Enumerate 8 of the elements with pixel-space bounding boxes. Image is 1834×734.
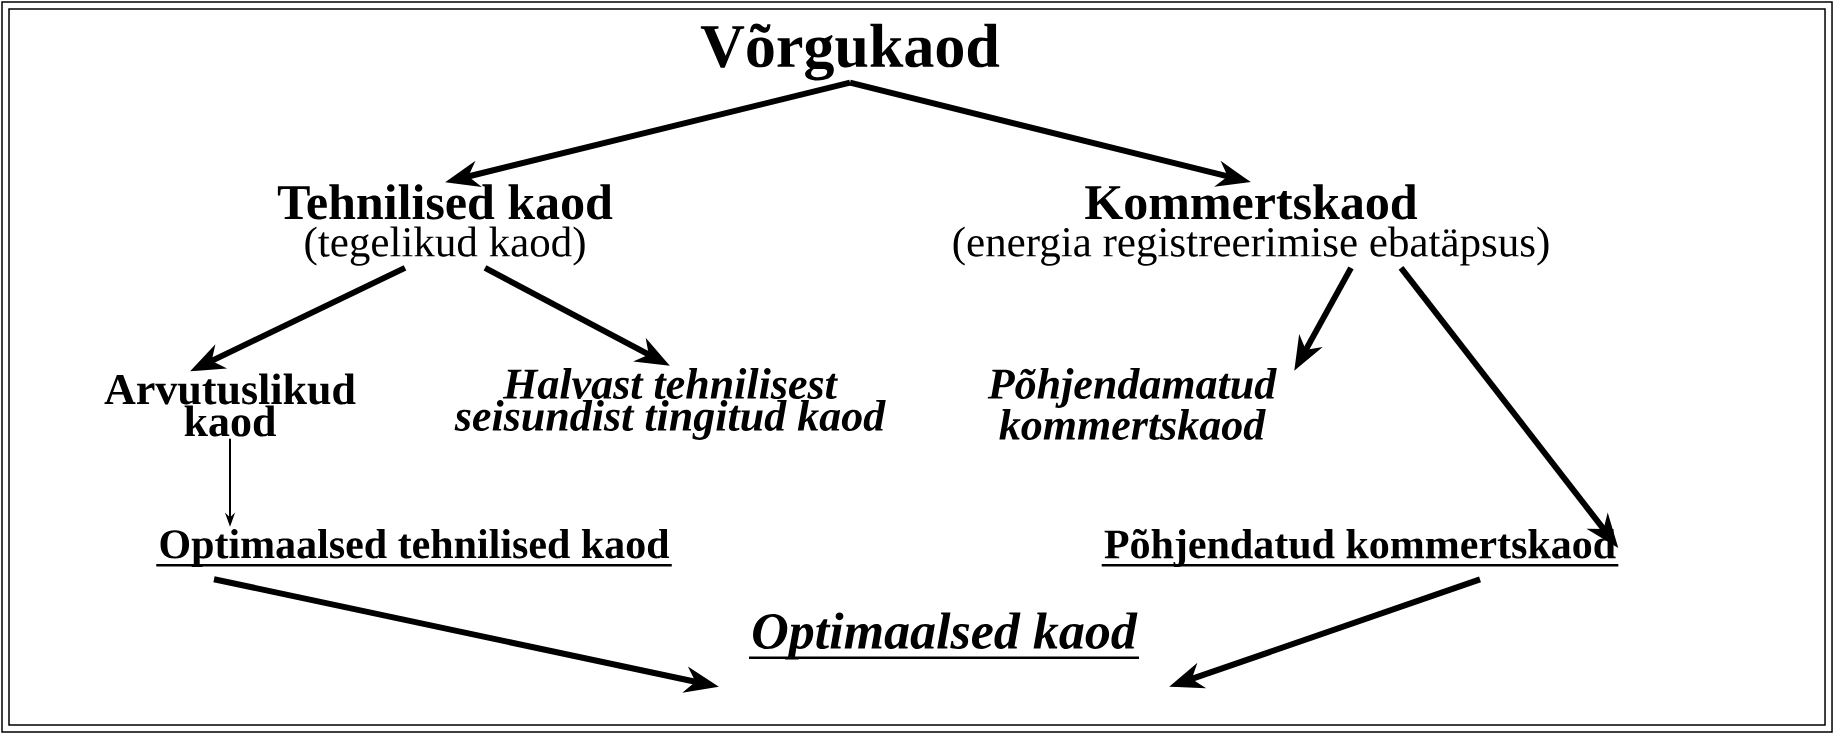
category-label: Arvutuslikud kaod xyxy=(104,373,356,437)
category-label: Tehnilised kaod (tegelikud kaod) xyxy=(277,184,613,266)
category-label: Halvast tehnilisest seisundist tingitud kaod xyxy=(454,368,886,440)
underlined-label: Optimaalsed tehnilised kaod xyxy=(156,528,672,568)
underlined-label: Optimaalsed kaod xyxy=(749,612,1140,660)
category-label: Kommertskaod (energia registreerimise ebatäpsus) xyxy=(953,184,1549,266)
heading: Võrgukaod xyxy=(700,23,1000,81)
category-label: Põhjendamatud kommertskaod xyxy=(987,368,1277,440)
